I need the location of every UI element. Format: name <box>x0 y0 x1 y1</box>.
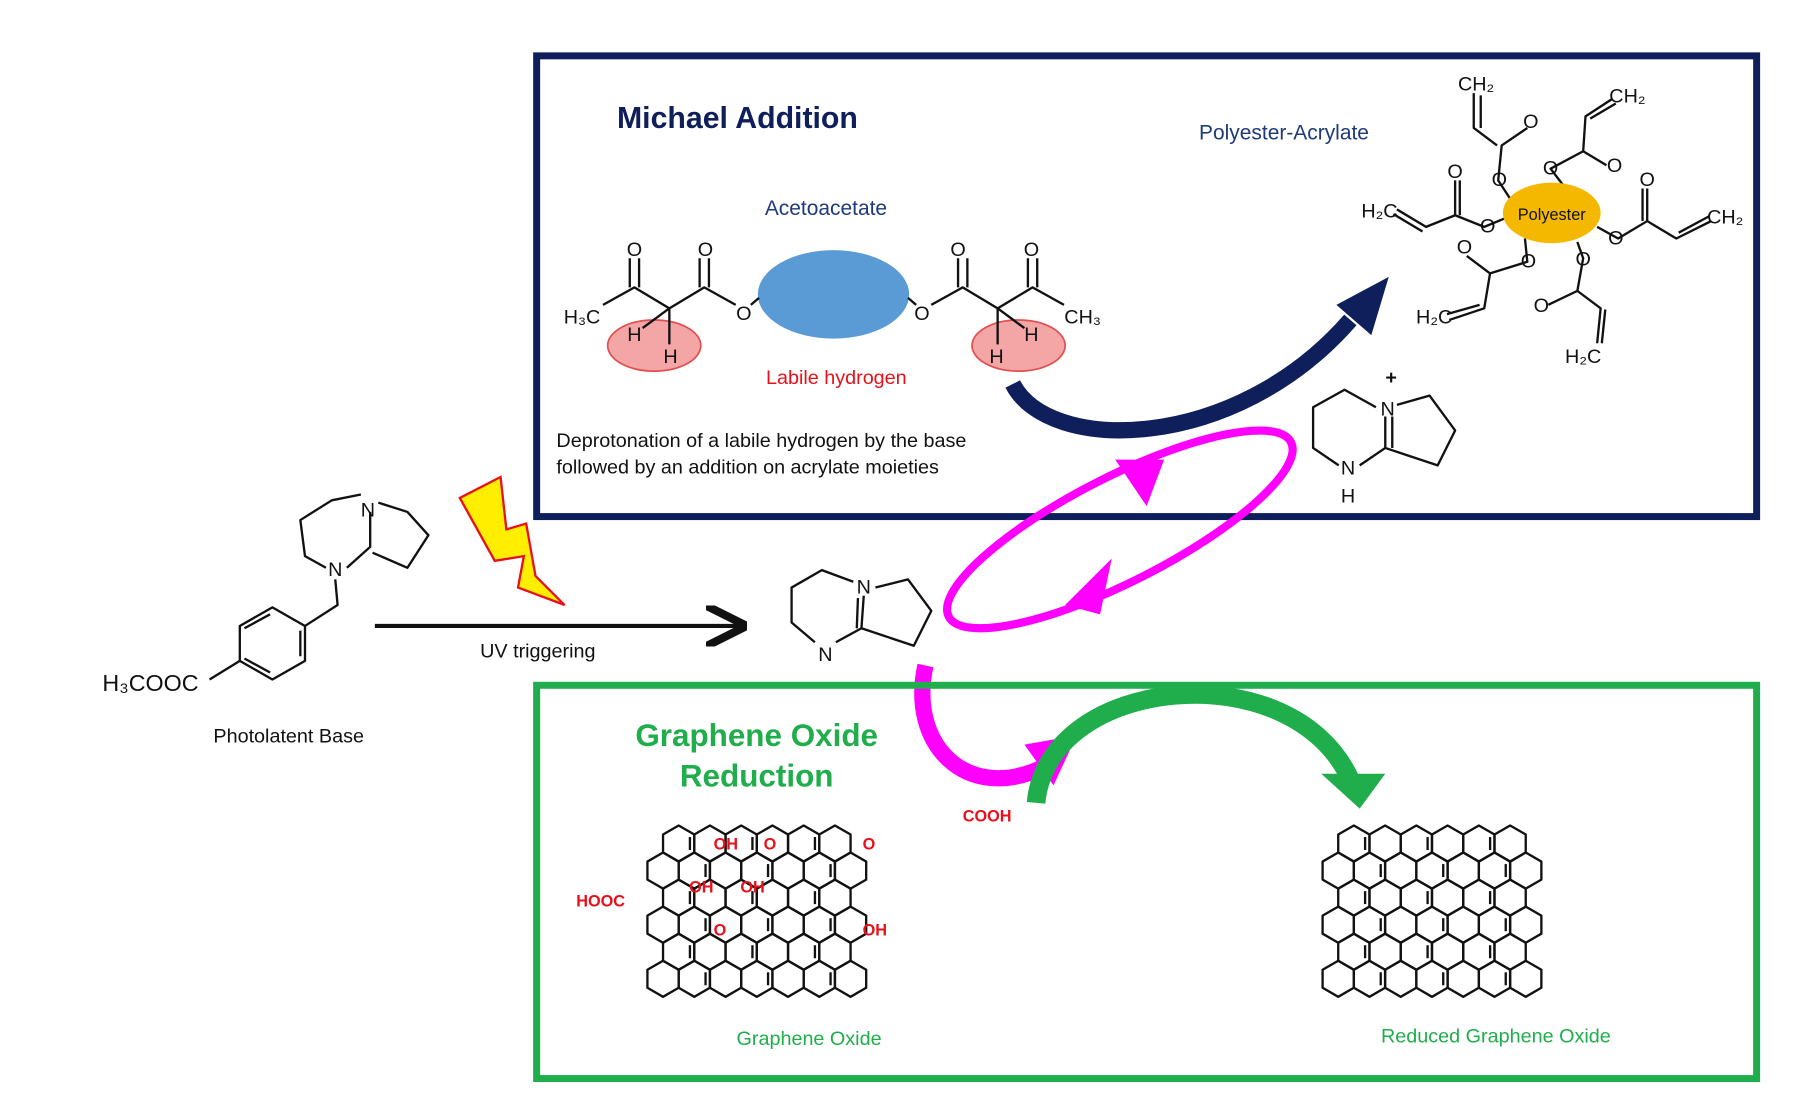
atom-h: H <box>989 346 1003 368</box>
atom-h3c: H₃C <box>564 306 601 328</box>
photolatent-base-molecule: N N H₃COOC <box>102 493 430 696</box>
hexagon-ring <box>833 959 868 998</box>
reduced-graphene-oxide-label: Reduced Graphene Oxide <box>1381 1025 1611 1047</box>
michael-addition-title: Michael Addition <box>617 102 858 135</box>
graphene-oxide-lattice <box>646 824 868 998</box>
hexagon-ring <box>1446 959 1481 998</box>
atom-h2c: H₂C <box>1416 306 1452 328</box>
oh-group: OH <box>740 878 764 896</box>
atom-ch2: CH₂ <box>1609 85 1645 107</box>
reduction-magenta-arrow <box>914 663 1046 787</box>
hexagon-ring <box>1321 959 1356 998</box>
cycle-arrowhead-up <box>1115 459 1165 507</box>
uv-triggering-label: UV triggering <box>480 640 595 662</box>
hexagon-ring <box>646 959 680 998</box>
atom-h: H <box>627 324 641 346</box>
cycle-arrowhead-down <box>1065 558 1112 615</box>
atom-ch3: CH₃ <box>1064 306 1101 328</box>
plus-charge: + <box>1385 367 1397 389</box>
labile-hydrogen-label: Labile hydrogen <box>766 367 907 389</box>
atom-o: O <box>1543 158 1558 180</box>
graphene-oxide-label: Graphene Oxide <box>737 1028 882 1050</box>
oxygen-groups: OH O O COOH HOOC OH OH O OH <box>576 807 1011 939</box>
atom-o: O <box>914 303 929 325</box>
oh-group: OH <box>714 835 738 853</box>
deprotonation-text-line1: Deprotonation of a labile hydrogen by th… <box>556 430 966 452</box>
acetoacetate-label: Acetoacetate <box>765 197 887 220</box>
dbn-molecule: N N <box>790 568 933 666</box>
atom-o: O <box>1607 155 1622 177</box>
atom-n: N <box>818 644 832 666</box>
atom-o: O <box>1457 237 1472 259</box>
protonated-dbn-molecule: N + N H <box>1311 367 1457 508</box>
graphene-title-line1: Graphene Oxide <box>635 718 878 753</box>
ester-group-label: H₃COOC <box>102 670 198 696</box>
polyester-acrylate-molecule: Polyester CH₂ CH₂ H₂C CH₂ H₂C H₂C O O O … <box>1361 74 1743 368</box>
cooh-group: COOH <box>963 807 1012 825</box>
graphene-oxide-reduction-box <box>533 681 1761 1083</box>
reduced-graphene-oxide-lattice <box>1321 824 1543 998</box>
polyester-label: Polyester <box>1518 206 1586 224</box>
atom-n-plus: N <box>1380 398 1394 420</box>
epoxide-o: O <box>863 835 876 853</box>
atom-o: O <box>736 303 751 325</box>
epoxide-o: O <box>714 921 727 939</box>
oh-group: OH <box>863 921 887 939</box>
epoxide-o: O <box>764 835 777 853</box>
michael-addition-arrowhead <box>1336 276 1389 336</box>
atom-h: H <box>663 346 677 368</box>
atom-h2c: H₂C <box>1565 346 1601 368</box>
michael-addition-box <box>533 52 1761 521</box>
acetoacetate-molecule: H₃C O O O H H O O O H H CH₃ <box>564 239 1101 373</box>
atom-o: O <box>1521 251 1536 273</box>
atom-o: O <box>698 239 713 261</box>
atom-n: N <box>328 559 342 581</box>
michael-addition-arrow <box>1005 314 1357 439</box>
atom-n: N <box>1341 458 1355 480</box>
oh-group: OH <box>689 878 713 896</box>
atom-o: O <box>1640 169 1655 191</box>
atom-o: O <box>1024 239 1039 261</box>
hooc-group: HOOC <box>576 892 625 910</box>
reduction-green-arrow <box>1026 685 1359 805</box>
photolatent-base-label: Photolatent Base <box>213 725 364 747</box>
atom-o: O <box>627 239 642 261</box>
labile-hydrogen-highlight-left <box>606 319 702 373</box>
deprotonation-text-line2: followed by an addition on acrylate moie… <box>556 457 939 479</box>
atom-h: H <box>1024 324 1038 346</box>
labile-hydrogen-highlight-right <box>971 319 1067 373</box>
atom-o: O <box>1534 295 1549 317</box>
catalytic-cycle-loop <box>943 426 1297 633</box>
lightning-bolt-icon <box>458 475 566 607</box>
hexagon-ring <box>708 959 743 998</box>
atom-ch2: CH₂ <box>1458 74 1494 96</box>
atom-o: O <box>1480 216 1495 238</box>
atom-o: O <box>950 239 965 261</box>
atom-n: N <box>361 500 375 522</box>
atom-n: N <box>857 576 871 598</box>
atom-o: O <box>1492 169 1507 191</box>
atom-o: O <box>1575 248 1590 270</box>
hexagon-ring <box>771 959 805 998</box>
reduction-green-arrowhead <box>1321 773 1386 809</box>
atom-o: O <box>1608 227 1623 249</box>
polyester-acrylate-label: Polyester-Acrylate <box>1199 122 1369 145</box>
hexagon-ring <box>1383 959 1418 998</box>
atom-o: O <box>1447 161 1462 183</box>
atom-o: O <box>1523 111 1538 133</box>
hexagon-ring <box>1508 959 1543 998</box>
atom-h: H <box>1341 486 1355 508</box>
acetoacetate-core-ellipse <box>757 250 910 339</box>
atom-h2c: H₂C <box>1361 201 1397 223</box>
graphene-title-line2: Reduction <box>680 759 834 794</box>
atom-ch2: CH₂ <box>1707 206 1743 228</box>
polyester-core <box>1502 182 1601 244</box>
